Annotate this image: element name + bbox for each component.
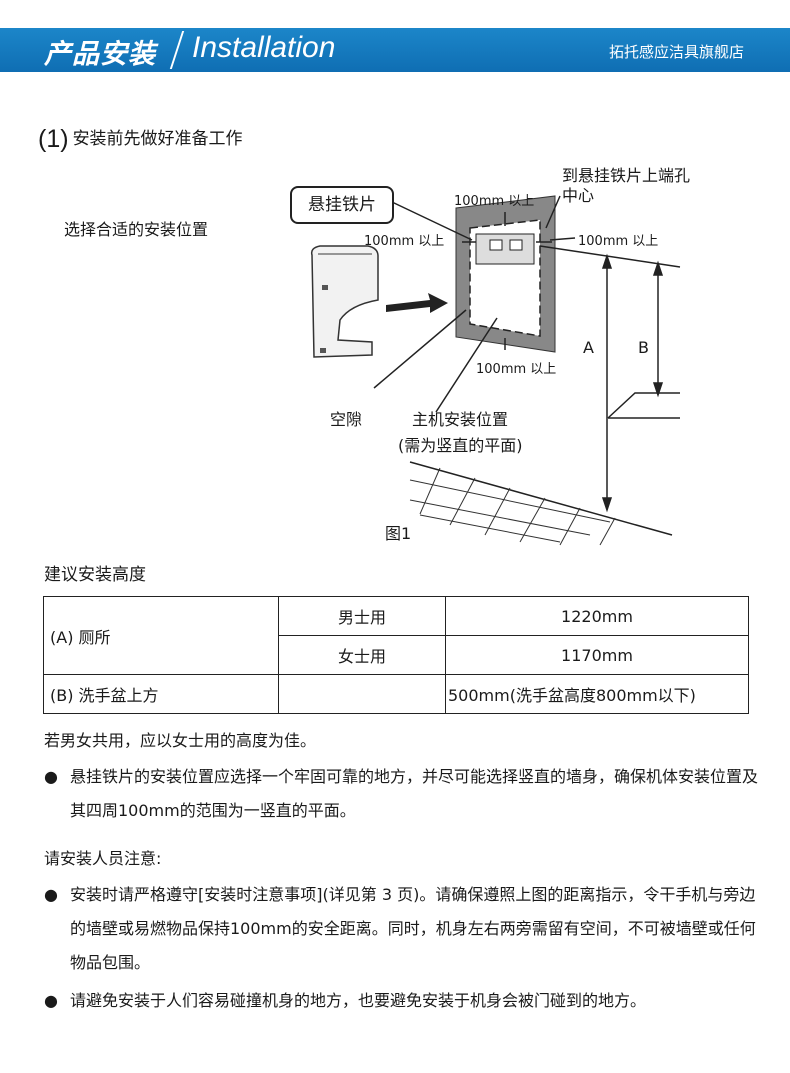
dimension-lines [409, 245, 681, 536]
row-a-label: (A) 厕所 [43, 596, 279, 675]
bullet-icon: ● [44, 767, 58, 786]
diagram-drawing [310, 195, 681, 546]
bullet-item: ● 安装时请严格遵守[安装时注意事项](详见第 3 页)。请确保遵照上图的距离指… [44, 878, 764, 980]
bullet-item: ● 请避免安装于人们容易碰撞机身的地方，也要避免安装于机身会被门碰到的地方。 [44, 984, 764, 1018]
section1-heading: (1)安装前先做好准备工作 [38, 124, 243, 154]
section1-title: 安装前先做好准备工作 [72, 129, 243, 149]
heights-title: 建议安装高度 [44, 565, 146, 585]
choose-position-label: 选择合适的安装位置 [64, 220, 209, 239]
gap-left-label: 100mm 以上 [364, 234, 445, 249]
female-label: 女士用 [278, 635, 446, 675]
leader-lines [373, 195, 576, 413]
gap-right-label: 100mm 以上 [578, 234, 659, 249]
bullet-text: 请避免安装于人们容易碰撞机身的地方，也要避免安装于机身会被门碰到的地方。 [70, 991, 647, 1010]
female-value: 1170mm [445, 635, 749, 675]
table-row: (B) 洗手盆上方 500mm(洗手盆高度800mm以下) [43, 674, 749, 714]
bullet-item: ● 悬挂铁片的安装位置应选择一个牢固可靠的地方，并尽可能选择竖直的墙身，确保机体… [44, 760, 764, 828]
floor-tiles [409, 467, 616, 546]
shop-name: 拓托感应洁具旗舰店 [608, 43, 744, 61]
header-title-cn: 产品安装 [44, 39, 156, 70]
row-b-label: (B) 洗手盆上方 [43, 674, 279, 714]
shared-use-note: 若男女共用，应以女士用的高度为佳。 [44, 731, 317, 750]
bullet-text: 安装时请严格遵守[安装时注意事项](详见第 3 页)。请确保遵照上图的距离指示，… [70, 885, 756, 972]
header-title-en: Installation [192, 31, 336, 64]
arrow-icon [386, 293, 448, 313]
header-banner: 产品安装 Installation 拓托感应洁具旗舰店 [0, 28, 790, 72]
figure-caption: 图1 [385, 524, 412, 543]
main-position-label: 主机安装位置 [412, 410, 509, 429]
gap-top-label: 100mm 以上 [454, 194, 535, 209]
section1-number: (1) [38, 125, 69, 153]
male-value: 1220mm [445, 596, 749, 636]
installation-diagram: 选择合适的安装位置 悬挂铁片 到悬挂铁片上端孔 中心 100mm 以上 100m… [0, 150, 790, 550]
vertical-note-label: (需为竖直的平面) [398, 436, 523, 455]
hand-dryer-drawing [310, 245, 379, 358]
row-b-empty [278, 674, 446, 714]
installer-title: 请安装人员注意: [44, 849, 162, 868]
bullet-text: 悬挂铁片的安装位置应选择一个牢固可靠的地方，并尽可能选择竖直的墙身，确保机体安装… [70, 767, 759, 820]
header-divider [169, 31, 185, 69]
male-label: 男士用 [278, 596, 446, 636]
table-row: 女士用 1170mm [44, 635, 749, 675]
wall-plate-area [455, 195, 556, 353]
gap-label: 空隙 [330, 410, 363, 429]
dimension-b-label: B [638, 338, 649, 357]
gap-bottom-label: 100mm 以上 [476, 362, 557, 377]
table-row: (A) 厕所 男士用 1220mm [43, 596, 749, 675]
heights-table: (A) 厕所 男士用 1220mm 女士用 1170mm (B) 洗手盆上方 5… [43, 596, 749, 714]
hole-center-label-line1: 到悬挂铁片上端孔 [562, 166, 691, 185]
hole-center-label-line2: 中心 [562, 186, 595, 205]
dimension-a-label: A [583, 338, 594, 357]
row-b-value: 500mm(洗手盆高度800mm以下) [445, 674, 749, 714]
bullet-icon: ● [44, 885, 58, 904]
hanging-plate-label: 悬挂铁片 [290, 186, 394, 224]
bullet-icon: ● [44, 991, 58, 1010]
